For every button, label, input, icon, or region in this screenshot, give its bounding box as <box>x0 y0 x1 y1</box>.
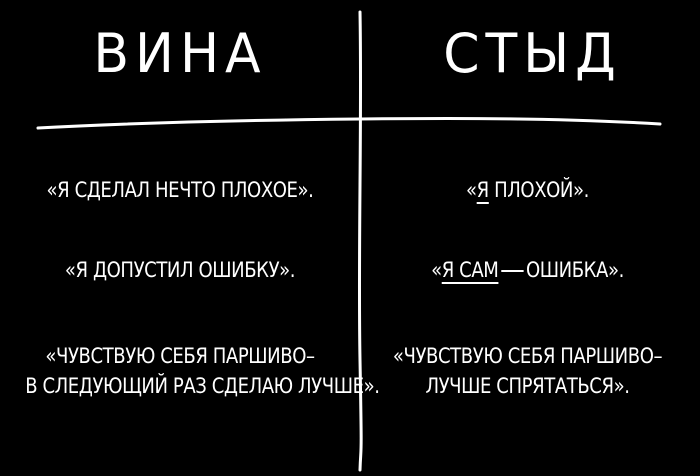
phrase-rest: ОШИБКА». <box>525 258 624 282</box>
shame-phrase-1: «Я ПЛОХОЙ». <box>379 176 676 204</box>
guilt-phrase-3-line-1: «ЧУВСТВУЮ СЕБЯ ПАРШИВО– <box>45 344 315 368</box>
guilt-phrase-1: «Я СДЕЛАЛ НЕЧТО ПЛОХОЕ». <box>46 178 314 202</box>
vertical-divider <box>357 10 363 472</box>
shame-phrase-3-line-2: ЛУЧШЕ СПРЯТАТЬСЯ». <box>425 374 630 398</box>
open-quote: « <box>431 258 442 282</box>
guilt-heading: ВИНА <box>93 22 267 86</box>
horizontal-divider <box>36 117 662 130</box>
phrase-rest: ПЛОХОЙ». <box>488 178 589 202</box>
shame-phrase-2: «Я САМ ОШИБКА». <box>379 256 676 284</box>
shame-phrase-3-line-1: «ЧУВСТВУЮ СЕБЯ ПАРШИВО– <box>392 344 663 368</box>
dash-mark <box>501 270 524 272</box>
shame-heading: СТЫД <box>443 22 622 86</box>
guilt-phrase-2: «Я ДОПУСТИЛ ОШИБКУ». <box>64 258 296 282</box>
underlined-pronoun: Я <box>476 178 490 202</box>
open-quote: « <box>466 178 477 202</box>
underlined-pronoun: Я САМ <box>441 258 499 282</box>
guilt-phrase-3-line-2: В СЛЕДУЮЩИЙ РАЗ СДЕЛАЮ ЛУЧШЕ». <box>25 374 380 398</box>
